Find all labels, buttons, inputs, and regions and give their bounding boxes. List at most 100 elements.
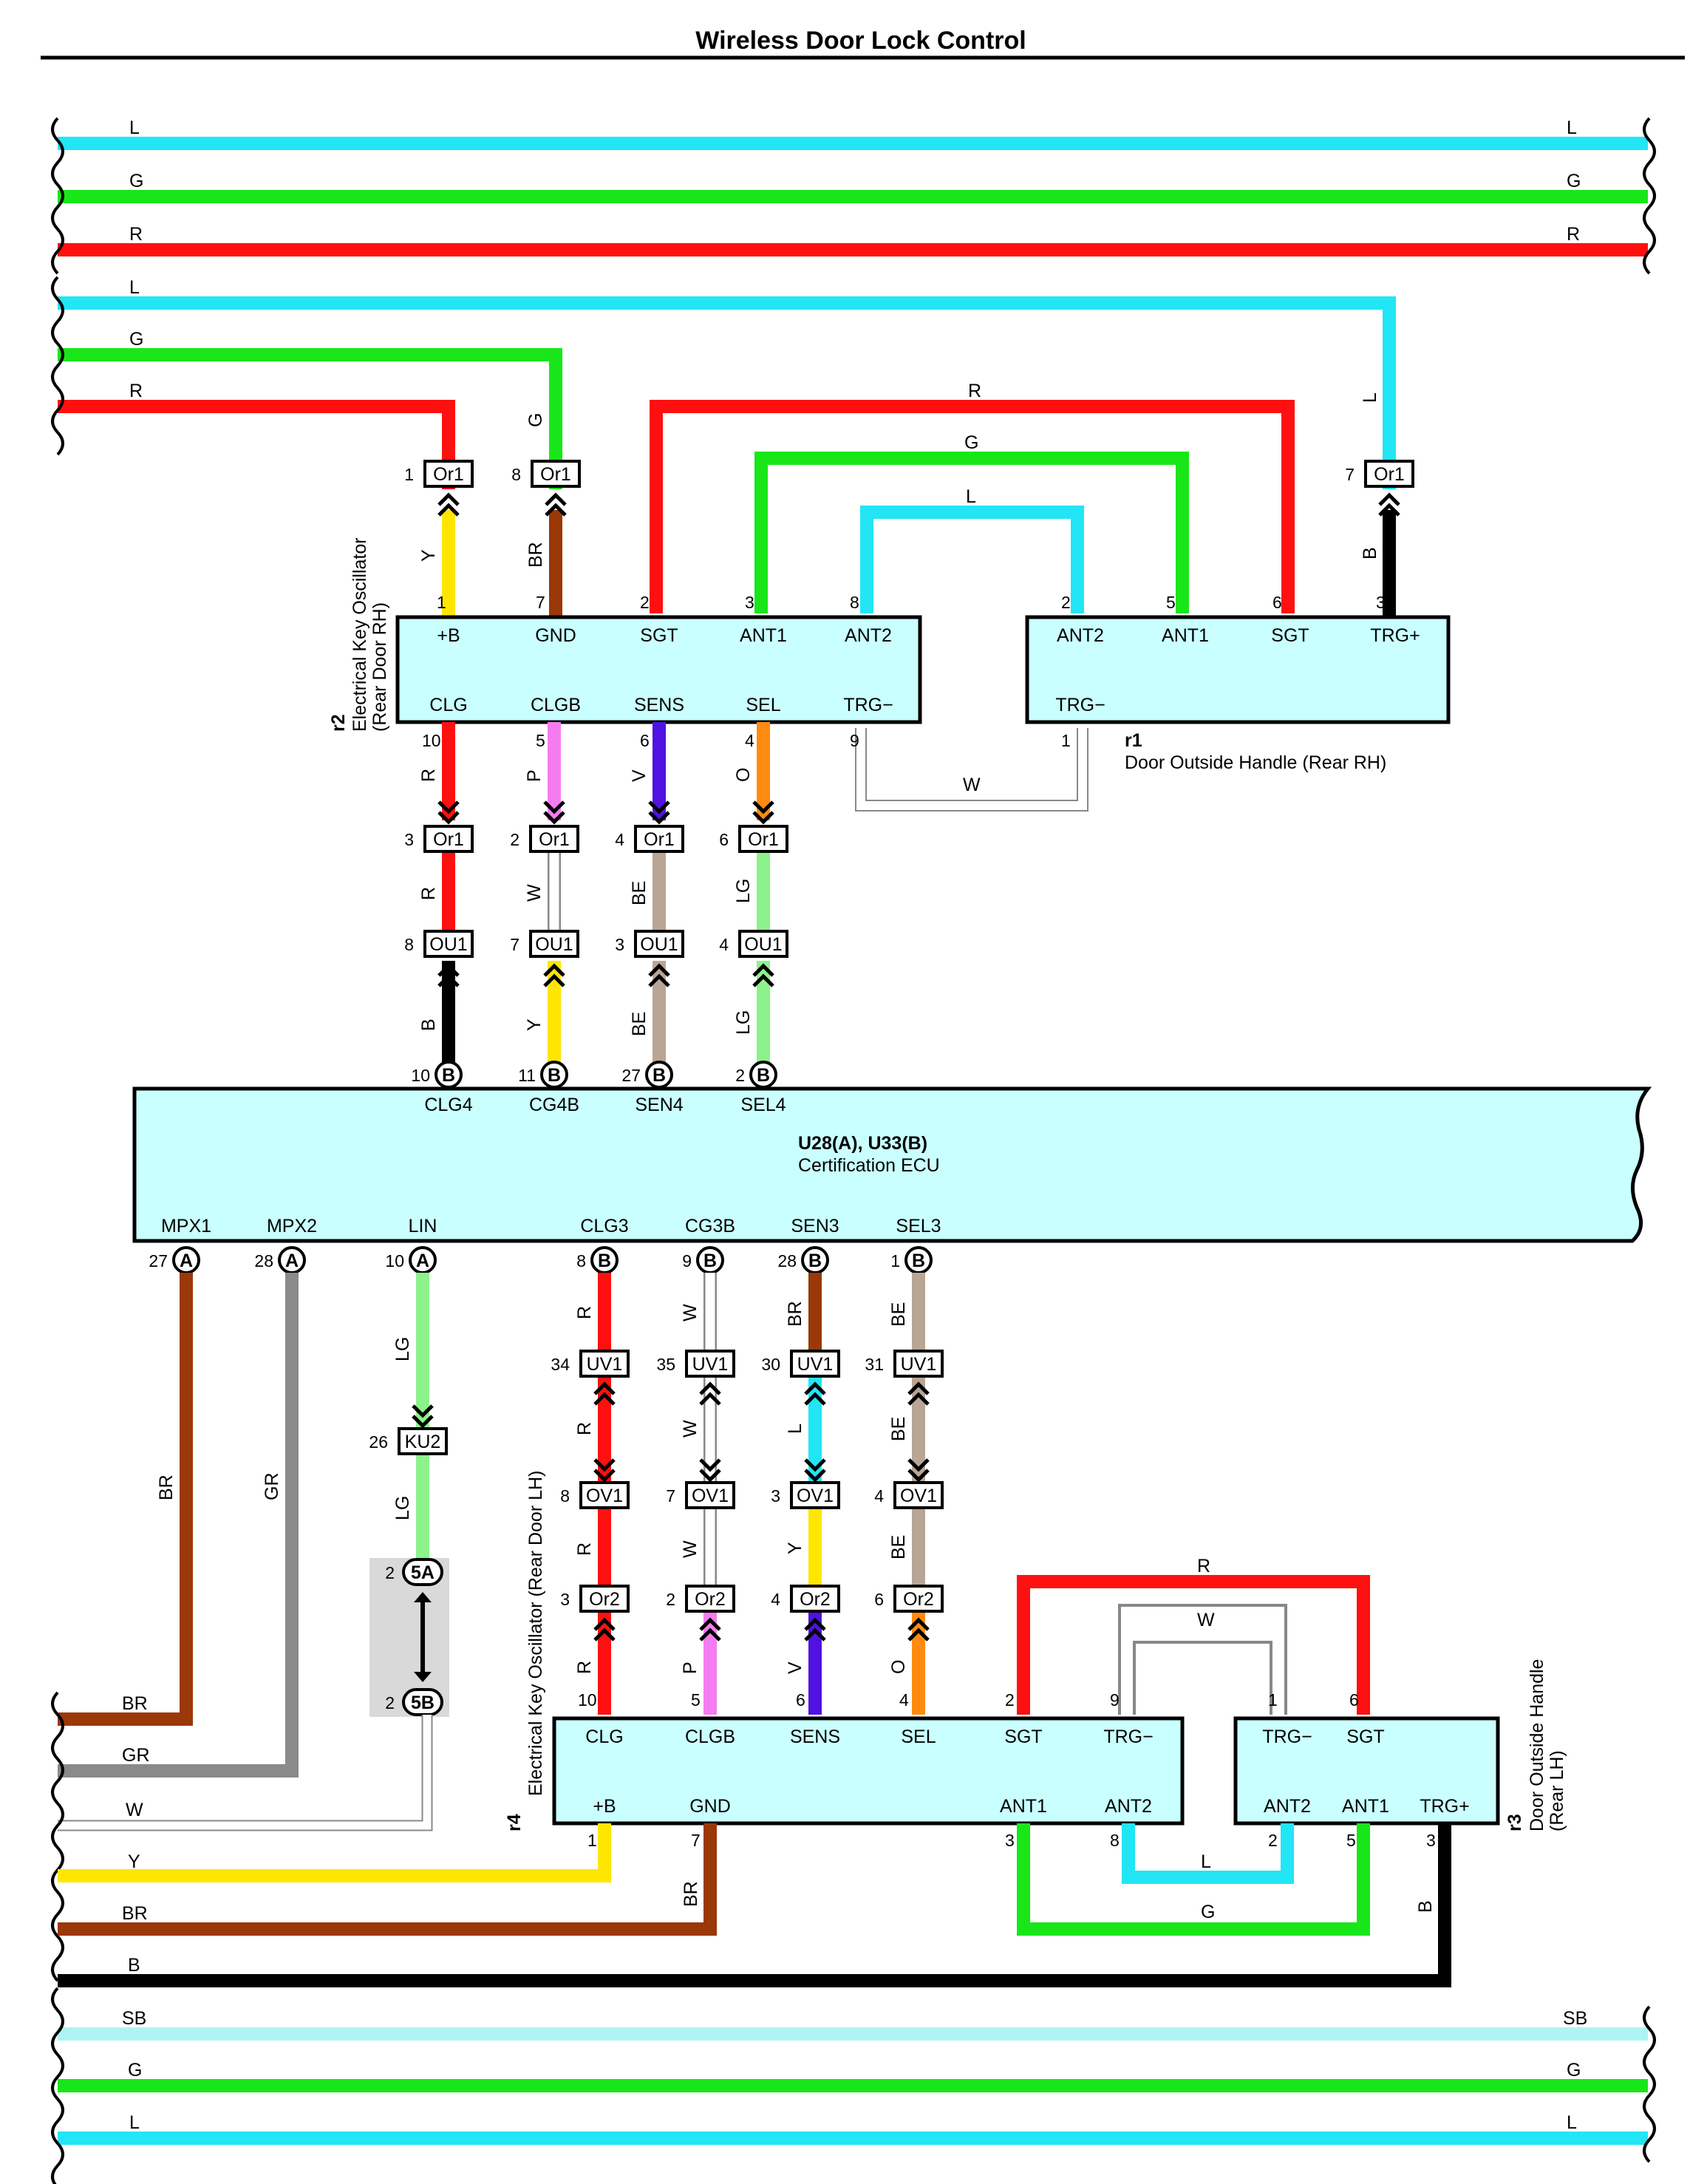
- svg-text:4: 4: [771, 1590, 780, 1609]
- svg-text:2: 2: [385, 1693, 395, 1712]
- svg-text:10: 10: [411, 1066, 430, 1085]
- svg-text:TRG−: TRG−: [1262, 1727, 1312, 1747]
- svg-text:Or2: Or2: [903, 1589, 934, 1610]
- svg-text:G: G: [129, 329, 143, 350]
- svg-text:8: 8: [404, 935, 414, 954]
- svg-text:R: R: [574, 1306, 595, 1319]
- svg-text:B: B: [1415, 1900, 1436, 1913]
- svg-text:R: R: [129, 381, 143, 401]
- connector-ku2-pin26: KU2 26: [369, 1404, 448, 1455]
- svg-text:3: 3: [1376, 593, 1386, 612]
- ecu-top-pins: B 10 B 11 B 27 B 2: [411, 1061, 777, 1089]
- connector-or2-pin2: Or2 2: [666, 1585, 735, 1642]
- svg-text:SGT: SGT: [640, 625, 678, 646]
- connector-or1-pin6: Or1 6: [719, 800, 788, 853]
- svg-text:Door Outside Handle (Rear RH): Door Outside Handle (Rear RH): [1125, 752, 1386, 773]
- svg-text:BE: BE: [888, 1417, 909, 1441]
- svg-text:Y: Y: [128, 1851, 140, 1872]
- svg-text:9: 9: [682, 1251, 692, 1270]
- svg-text:OV1: OV1: [586, 1486, 623, 1506]
- svg-text:SEL: SEL: [901, 1727, 936, 1747]
- svg-text:MPX1: MPX1: [161, 1216, 211, 1236]
- svg-text:P: P: [680, 1661, 701, 1674]
- svg-text:3: 3: [560, 1590, 570, 1609]
- svg-text:TRG+: TRG+: [1370, 625, 1420, 646]
- svg-text:CLG: CLG: [585, 1727, 623, 1747]
- svg-text:B: B: [703, 1251, 717, 1271]
- svg-text:L: L: [1567, 2112, 1577, 2133]
- svg-text:W: W: [680, 1420, 701, 1438]
- connector-or1-pin2: Or1 2: [510, 800, 579, 853]
- svg-text:L: L: [1360, 392, 1380, 403]
- svg-text:Or1: Or1: [644, 829, 675, 850]
- bottom-bus: SB G L SB G L: [51, 1987, 1656, 2184]
- svg-text:Or1: Or1: [433, 464, 464, 485]
- svg-text:9: 9: [850, 731, 859, 750]
- svg-text:5: 5: [1346, 1831, 1356, 1850]
- svg-text:6: 6: [640, 731, 650, 750]
- upper-harness: R R B P W Y V BE BE O LG LG Or1 3 Or1 2 …: [404, 722, 788, 1064]
- svg-text:6: 6: [796, 1690, 805, 1710]
- svg-text:2: 2: [510, 830, 519, 849]
- svg-text:1: 1: [404, 465, 414, 484]
- svg-text:CG3B: CG3B: [685, 1216, 735, 1236]
- svg-text:GR: GR: [262, 1473, 282, 1501]
- svg-text:B: B: [128, 1955, 140, 1976]
- svg-text:2: 2: [385, 1563, 395, 1582]
- svg-text:G: G: [128, 2060, 142, 2081]
- svg-text:4: 4: [899, 1690, 909, 1710]
- svg-text:2: 2: [735, 1066, 745, 1085]
- svg-text:6: 6: [1272, 593, 1282, 612]
- svg-text:B: B: [418, 1018, 439, 1031]
- svg-text:r4: r4: [504, 1814, 525, 1831]
- svg-text:5: 5: [1166, 593, 1176, 612]
- svg-text:SEL3: SEL3: [896, 1216, 941, 1236]
- svg-text:BE: BE: [888, 1302, 909, 1327]
- svg-text:1: 1: [890, 1251, 900, 1270]
- svg-text:L: L: [785, 1423, 805, 1434]
- svg-text:Door Outside Handle: Door Outside Handle: [1527, 1659, 1547, 1831]
- svg-text:8: 8: [850, 593, 859, 612]
- ecu-left-wires: BR GR LG LG KU2 26 5A 2 5B 2: [58, 1273, 449, 1831]
- svg-text:R: R: [129, 224, 143, 245]
- svg-text:Or1: Or1: [1374, 464, 1405, 485]
- svg-text:CLGB: CLGB: [685, 1727, 735, 1747]
- svg-text:(Rear Door RH): (Rear Door RH): [369, 602, 390, 732]
- svg-text:5A: 5A: [411, 1562, 435, 1583]
- svg-text:W: W: [126, 1800, 143, 1820]
- svg-text:BE: BE: [629, 1012, 650, 1036]
- svg-text:3: 3: [771, 1486, 780, 1506]
- connector-or2-pin6: Or2 6: [874, 1585, 944, 1642]
- svg-text:SEN3: SEN3: [791, 1216, 839, 1236]
- svg-text:O: O: [733, 768, 754, 782]
- svg-text:B: B: [757, 1065, 770, 1086]
- svg-text:Y: Y: [785, 1542, 805, 1554]
- svg-text:R: R: [1197, 1556, 1210, 1576]
- svg-text:4: 4: [745, 731, 754, 750]
- component-certification-ecu: CLG4 CG4B SEN4 SEL4 U28(A), U33(B) Certi…: [132, 1086, 1652, 1243]
- svg-text:BE: BE: [888, 1535, 909, 1559]
- svg-text:3: 3: [1426, 1831, 1436, 1850]
- connector-ov1-pin8: OV1 8: [560, 1481, 630, 1509]
- svg-text:10: 10: [422, 731, 441, 750]
- svg-text:2: 2: [640, 593, 650, 612]
- connector-ov1-pin4: OV1 4: [874, 1481, 944, 1509]
- break-mark-bus-bottom-left: [51, 1987, 64, 2184]
- svg-text:+B: +B: [437, 625, 460, 646]
- svg-text:34: 34: [551, 1355, 570, 1374]
- component-r3: 1 6 TRG− SGT ANT2 ANT1 TRG+ 2 5 3 r3 Doo…: [1233, 1659, 1567, 1850]
- connector-ou1-pin4: OU1 4: [719, 930, 788, 987]
- svg-text:O: O: [888, 1660, 909, 1674]
- svg-text:ANT2: ANT2: [845, 625, 892, 646]
- svg-text:OV1: OV1: [797, 1486, 834, 1506]
- svg-text:SB: SB: [1563, 2008, 1587, 2029]
- svg-text:r1: r1: [1125, 730, 1142, 751]
- svg-text:BR: BR: [122, 1903, 148, 1924]
- svg-text:OU1: OU1: [429, 934, 467, 955]
- break-mark-bus-bottom-right: [1643, 2005, 1656, 2163]
- svg-text:31: 31: [865, 1355, 884, 1374]
- svg-text:LG: LG: [392, 1496, 413, 1520]
- connector-ov1-pin7: OV1 7: [666, 1481, 735, 1509]
- svg-text:7: 7: [536, 593, 545, 612]
- svg-text:L: L: [1201, 1851, 1211, 1872]
